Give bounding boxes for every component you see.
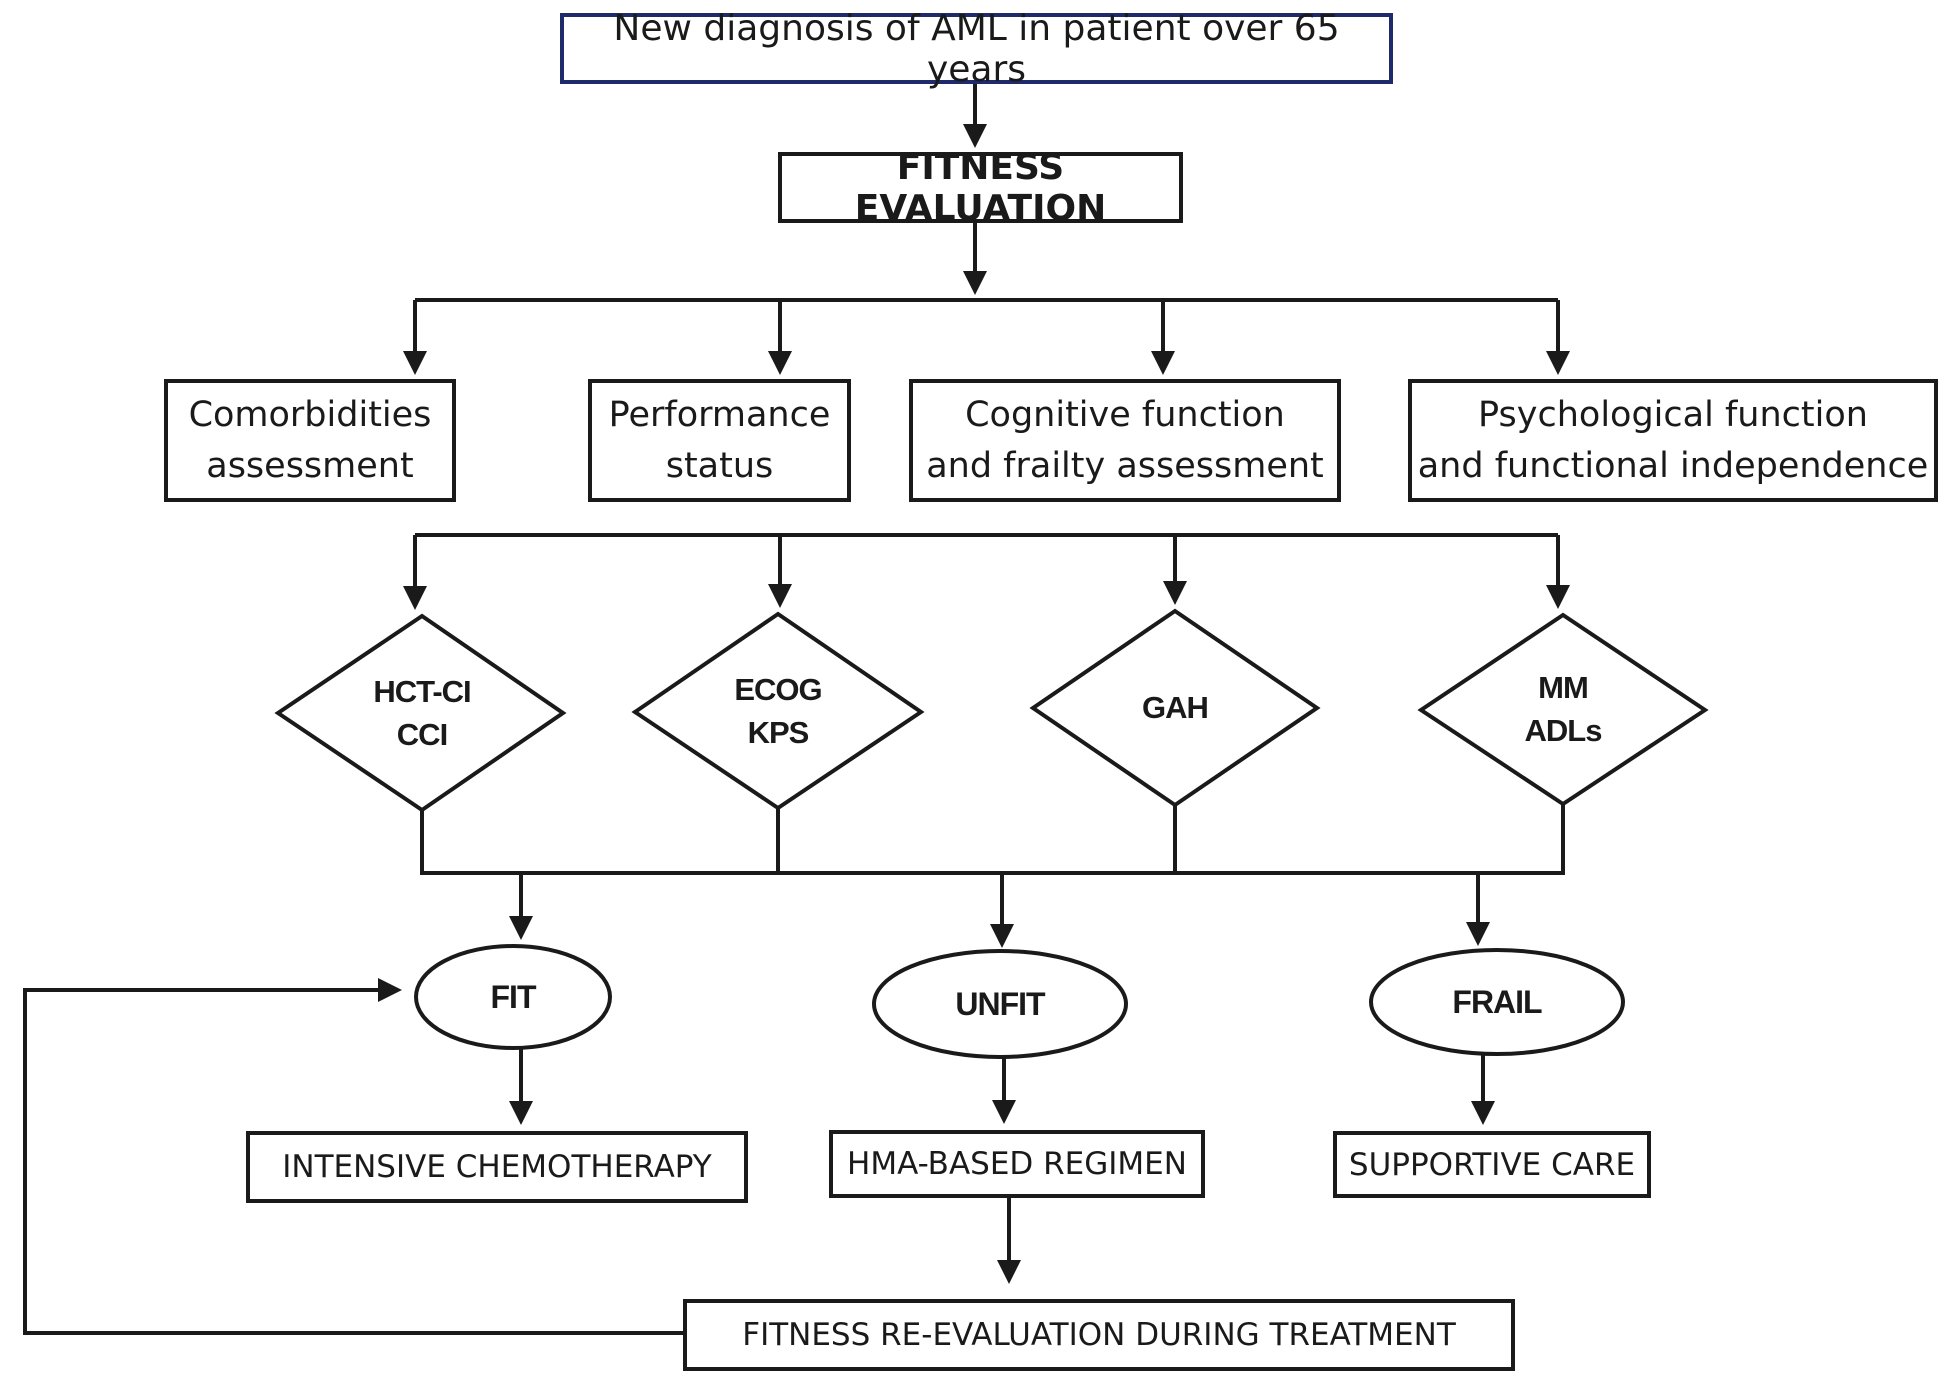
reevaluation-label: FITNESS RE-EVALUATION DURING TREATMENT (742, 1317, 1456, 1353)
diamond-hctci (274, 613, 567, 813)
assessment-psychological-label: Psychological function and functional in… (1417, 394, 1929, 486)
assessment-performance-label: Performance status (608, 394, 831, 486)
diamond-ecog (631, 611, 925, 811)
ellipse-fit (414, 944, 612, 1050)
treatment-hma-label: HMA-BASED REGIMEN (847, 1146, 1187, 1182)
assessment-cognitive-label: Cognitive function and frailty assessmen… (926, 394, 1324, 486)
treatment-supportive-label: SUPPORTIVE CARE (1348, 1146, 1636, 1183)
assessment-cognitive-box: Cognitive function and frailty assessmen… (909, 379, 1341, 502)
fitness-evaluation-box: FITNESS EVALUATION (778, 147, 1183, 229)
tool-ecog-label: ECOG KPS (734, 671, 822, 750)
assessment-performance-box: Performance status (588, 379, 851, 502)
fitness-evaluation-label: FITNESS EVALUATION (854, 146, 1107, 229)
arrow-reevaluation-to-fit (23, 978, 683, 1335)
start-box: New diagnosis of AML in patient over 65 … (560, 8, 1393, 90)
assessment-psychological-box: Psychological function and functional in… (1408, 379, 1938, 502)
ellipse-frail (1369, 948, 1625, 1056)
reevaluation-box: FITNESS RE-EVALUATION DURING TREATMENT (683, 1299, 1515, 1371)
tool-mm-label: MM ADLs (1524, 669, 1603, 748)
assessment-comorbidities-box: Comorbidities assessment (164, 379, 456, 502)
treatment-hma-box: HMA-BASED REGIMEN (829, 1130, 1205, 1198)
treatment-intensive-label: INTENSIVE CHEMOTHERAPY (282, 1149, 712, 1185)
assessment-comorbidities-label: Comorbidities assessment (188, 394, 432, 486)
category-frail-label: FRAIL (1452, 983, 1542, 1020)
diamond-gah (1029, 608, 1321, 808)
ellipse-unfit (872, 949, 1128, 1059)
start-label: New diagnosis of AML in patient over 65 … (613, 7, 1340, 90)
tool-hctci-label: HCT-CI CCI (373, 673, 471, 752)
tool-gah-label: GAH (1142, 690, 1209, 726)
category-unfit-label: UNFIT (955, 985, 1045, 1022)
treatment-supportive-box: SUPPORTIVE CARE (1333, 1131, 1651, 1198)
category-fit-label: FIT (490, 978, 537, 1015)
treatment-intensive-box: INTENSIVE CHEMOTHERAPY (246, 1131, 748, 1203)
diamond-mm (1417, 612, 1709, 807)
